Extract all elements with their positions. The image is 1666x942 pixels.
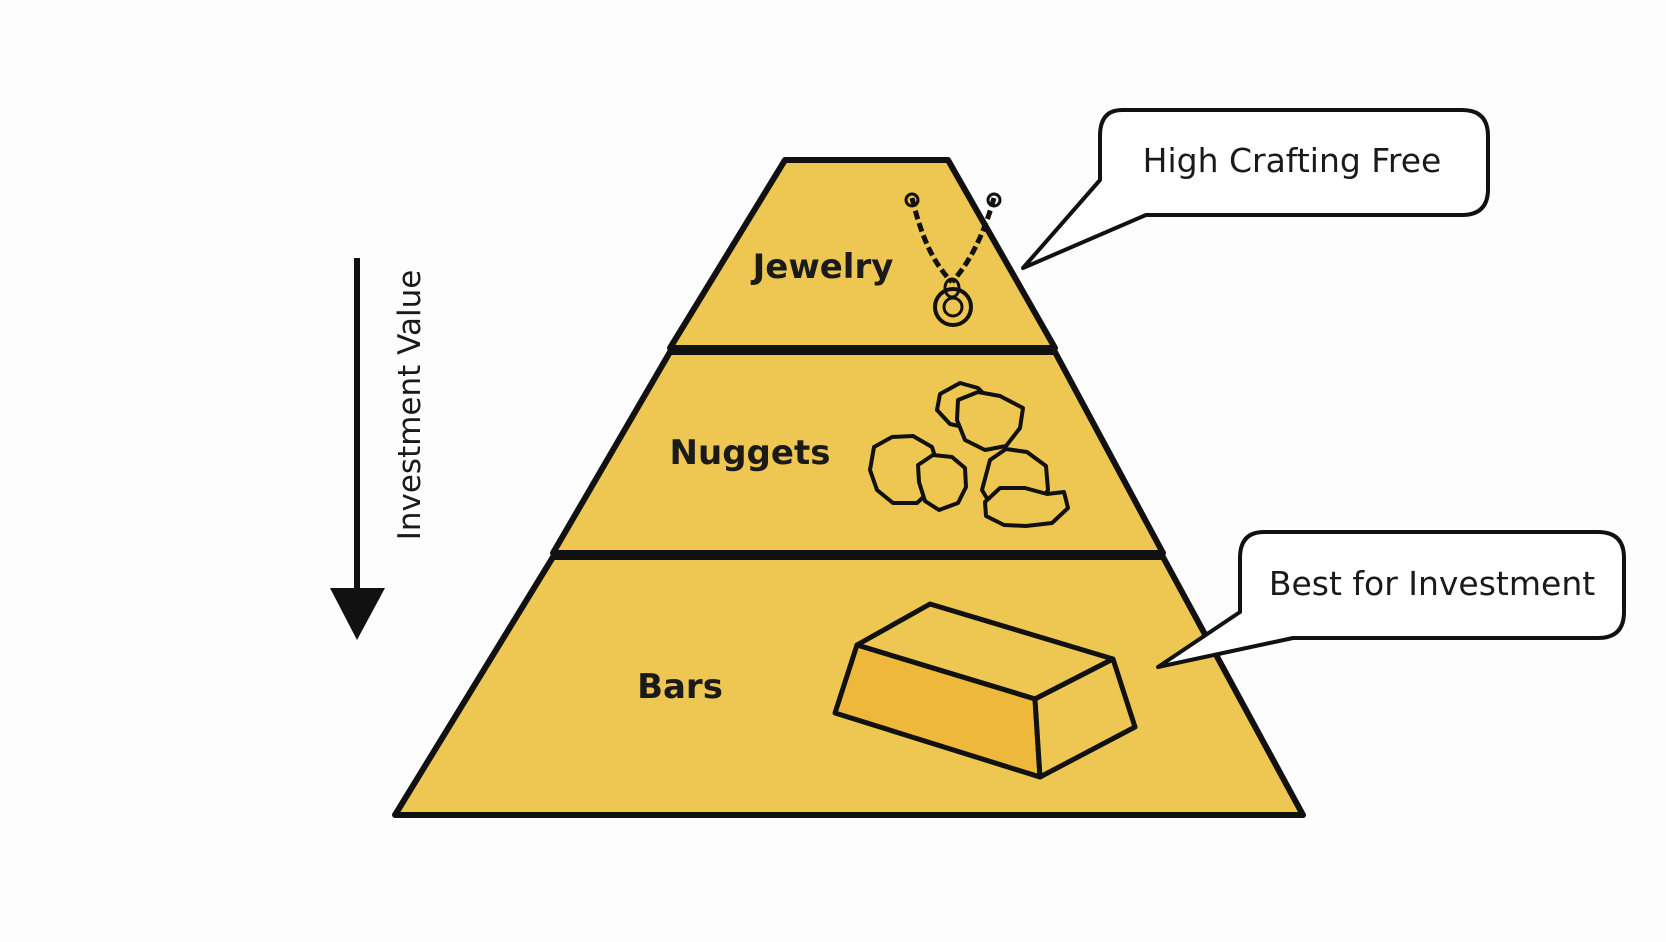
axis-label: Investment Value [392, 270, 428, 541]
tier-label-nuggets: Nuggets [670, 433, 831, 473]
tier-nuggets [550, 349, 1166, 556]
investment-value-arrow [330, 258, 385, 640]
gold-bar-icon [832, 601, 1138, 780]
callout-best-investment-text: Best for Investment [1269, 564, 1595, 603]
tier-label-jewelry: Jewelry [751, 247, 894, 287]
callout-high-crafting: High Crafting Free [1021, 108, 1490, 270]
callout-best-investment: Best for Investment [1156, 530, 1626, 669]
tier-label-bars: Bars [637, 667, 723, 707]
necklace-icon [904, 192, 1002, 327]
nuggets-icon [868, 381, 1070, 528]
callout-high-crafting-text: High Crafting Free [1143, 141, 1442, 180]
